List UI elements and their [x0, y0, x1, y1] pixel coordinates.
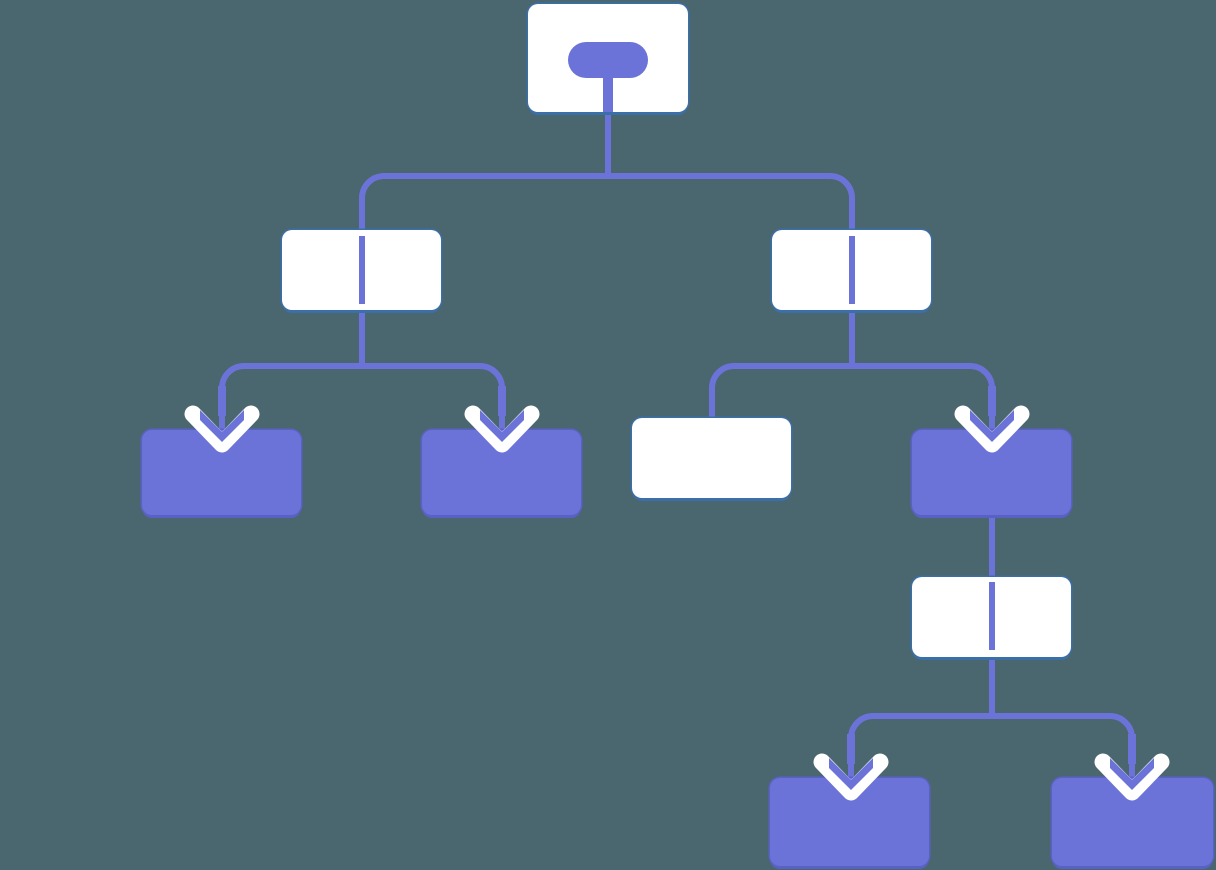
white-leaf-node-c[interactable]	[632, 418, 791, 498]
pill-stem-line-icon	[603, 60, 613, 112]
branch-node-d[interactable]	[912, 430, 1071, 515]
root-node[interactable]	[528, 4, 688, 112]
leaf-node-f[interactable]	[1052, 778, 1213, 866]
level1-left-node[interactable]	[282, 230, 441, 310]
level3-passthrough-node[interactable]	[912, 577, 1071, 657]
leaf-node-b[interactable]	[422, 430, 581, 515]
leaf-node-e[interactable]	[770, 778, 929, 866]
leaf-node-a[interactable]	[142, 430, 301, 515]
level1-right-node[interactable]	[772, 230, 931, 310]
